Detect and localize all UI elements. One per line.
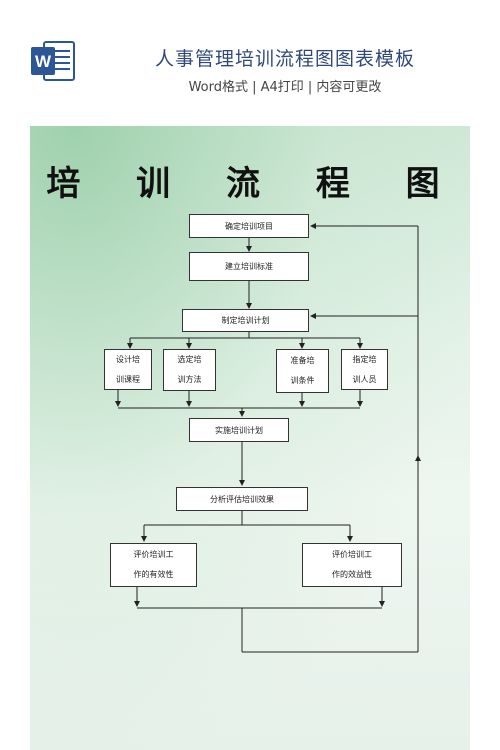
box-prepare-conditions: 准备培 训条件 [276,349,329,393]
box-eval-effectiveness: 评价培训工 作的有效性 [110,543,197,587]
box-prepare-conditions-line-2: 训条件 [290,376,315,385]
box-implement-plan-label: 实施培训计划 [215,425,263,435]
box-assign-staff: 指定培 训人员 [341,349,388,390]
box-choose-method-line-2: 训方法 [177,375,202,384]
box-confirm-project-label: 确定培训项目 [225,221,273,231]
box-eval-effectiveness-line-1: 评价培训工 [133,550,174,559]
box-eval-benefit-line-1: 评价培训工 [332,550,372,559]
word-icon-letter: W [35,52,52,71]
page-subtitle: Word格式 | A4打印 | 内容可更改 [188,80,382,95]
box-eval-benefit-line-2: 作的效益性 [332,570,372,579]
box-make-plan: 制定培训计划 [182,309,309,332]
box-set-standard: 建立培训标准 [189,252,309,281]
box-design-course: 设计培 训课程 [104,349,152,390]
flowchart-connectors [115,223,421,653]
box-analyze-effect: 分析评估培训效果 [176,487,308,511]
box-implement-plan: 实施培训计划 [189,418,289,442]
box-assign-staff-line-2: 训人员 [352,374,377,384]
document-page: 培 训 流 程 图 [30,126,470,750]
box-confirm-project: 确定培训项目 [189,214,309,238]
box-assign-staff-line-1: 指定培 [352,354,377,364]
box-eval-benefit: 评价培训工 作的效益性 [302,543,402,587]
document-title: 培 训 流 程 图 [46,164,462,204]
box-eval-effectiveness-line-2: 作的有效性 [133,570,174,579]
header: W 人事管理培训流程图图表模板 Word格式 | A4打印 | 内容可更改 [0,0,500,118]
word-icon: W [31,41,75,81]
box-analyze-effect-label: 分析评估培训效果 [210,494,274,504]
box-prepare-conditions-line-1: 准备培 [290,356,315,365]
box-make-plan-label: 制定培训计划 [221,316,270,325]
box-choose-method: 选定培 训方法 [163,349,216,391]
box-design-course-line-1: 设计培 [116,354,140,364]
box-design-course-line-2: 训课程 [116,374,140,384]
box-choose-method-line-1: 选定培 [177,355,202,364]
page-title: 人事管理培训流程图图表模板 [154,48,415,70]
box-set-standard-label: 建立培训标准 [225,262,273,271]
